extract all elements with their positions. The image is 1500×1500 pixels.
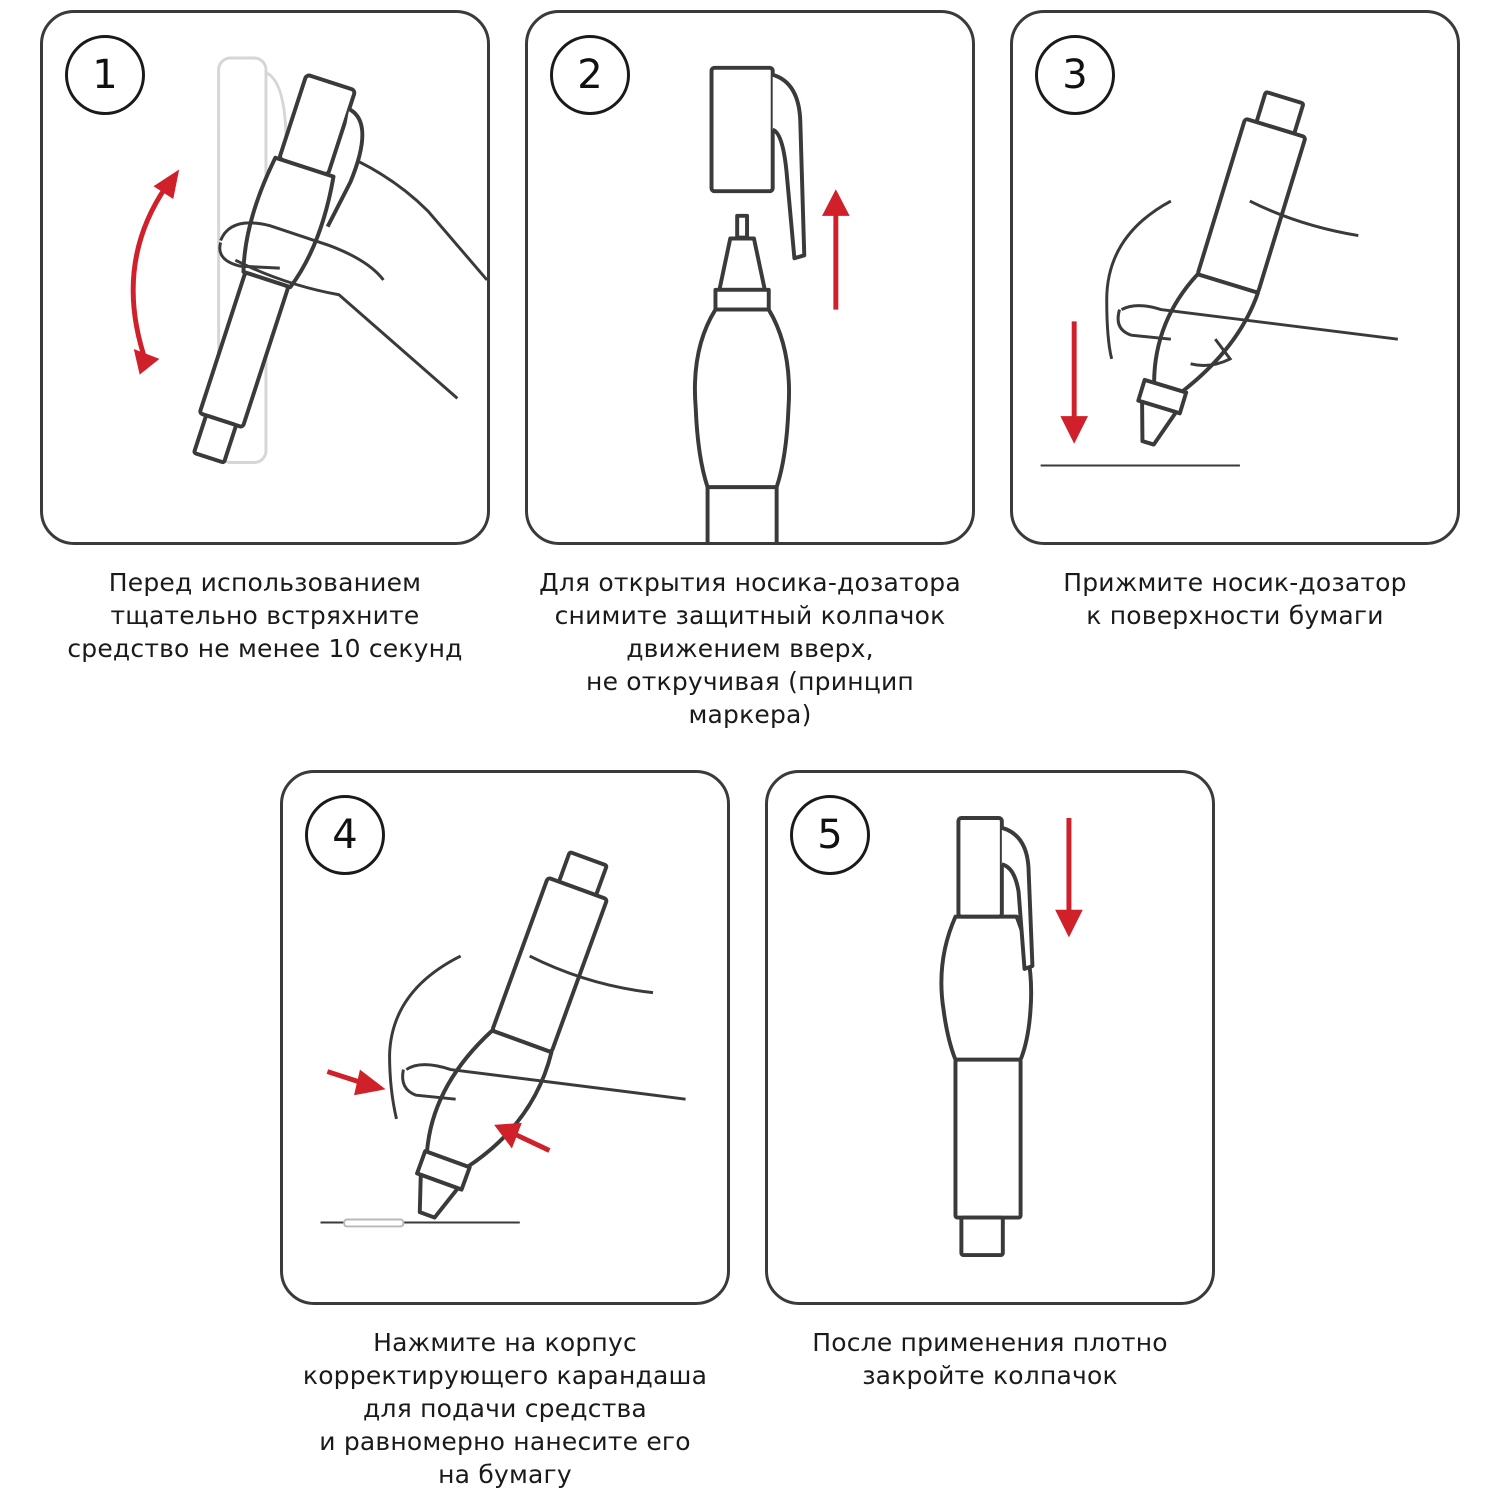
caption-line: Для открытия носика-дозатора bbox=[539, 568, 961, 597]
down-arrow bbox=[1060, 321, 1088, 444]
shake-arrow bbox=[130, 169, 180, 375]
pen bbox=[192, 73, 365, 465]
caption-line: закройте колпачок bbox=[862, 1361, 1118, 1390]
caption-line: Перед использованием bbox=[108, 568, 422, 597]
caption-line: Прижмите носик-дозатор bbox=[1063, 568, 1407, 597]
caption-line: средство не менее 10 секунд bbox=[67, 634, 463, 663]
step-2-caption: Для открытия носика-дозатора снимите защ… bbox=[510, 566, 990, 731]
down-arrow bbox=[1055, 817, 1083, 938]
correction-stroke bbox=[343, 1218, 405, 1228]
step-2-panel: 2 bbox=[525, 10, 975, 545]
uncap-illustration bbox=[692, 65, 850, 542]
press-tip-illustration bbox=[1040, 90, 1398, 467]
step-3-panel: 3 bbox=[1010, 10, 1460, 545]
hand bbox=[388, 954, 686, 1120]
pen bbox=[415, 850, 609, 1220]
caption-line: тщательно встряхните bbox=[110, 601, 420, 630]
step-4-caption: Нажмите на корпус корректирующего каранд… bbox=[280, 1326, 730, 1491]
caption-line: снимите защитный колпачок bbox=[554, 601, 946, 630]
step-number-badge: 3 bbox=[1035, 35, 1115, 115]
caption-line: После применения плотно bbox=[812, 1328, 1168, 1357]
caption-line: движением вверх, bbox=[626, 634, 874, 663]
step-1-panel: 1 bbox=[40, 10, 490, 545]
caption-line: не откручивая (принцип bbox=[586, 667, 914, 696]
caption-line: на бумагу bbox=[438, 1460, 572, 1489]
squeeze-arrow-right bbox=[494, 1122, 551, 1153]
pen bbox=[939, 815, 1035, 1258]
step-number-badge: 5 bbox=[790, 795, 870, 875]
step-3-caption: Прижмите носик-дозатор к поверхности бум… bbox=[1010, 566, 1460, 632]
step-4-panel: 4 bbox=[280, 770, 730, 1305]
step-number-badge: 2 bbox=[550, 35, 630, 115]
squeeze-illustration bbox=[320, 850, 686, 1228]
caption-line: и равномерно нанесите его bbox=[319, 1427, 691, 1456]
caption-line: корректирующего карандаша bbox=[302, 1361, 708, 1390]
step-number-badge: 4 bbox=[305, 795, 385, 875]
step-number-badge: 1 bbox=[65, 35, 145, 115]
pen bbox=[692, 65, 807, 542]
shake-illustration bbox=[130, 56, 487, 465]
up-arrow bbox=[822, 189, 850, 310]
step-1-caption: Перед использованием тщательно встряхнит… bbox=[40, 566, 490, 665]
caption-line: маркера) bbox=[688, 700, 812, 729]
pen bbox=[1136, 90, 1307, 447]
step-5-caption: После применения плотно закройте колпачо… bbox=[765, 1326, 1215, 1392]
caption-line: для подачи средства bbox=[363, 1394, 647, 1423]
step-5-panel: 5 bbox=[765, 770, 1215, 1305]
hand bbox=[1105, 199, 1398, 367]
hand bbox=[218, 160, 487, 400]
squeeze-arrow-left bbox=[326, 1069, 386, 1096]
caption-line: к поверхности бумаги bbox=[1086, 601, 1384, 630]
recap-illustration bbox=[939, 815, 1083, 1258]
caption-line: Нажмите на корпус bbox=[373, 1328, 637, 1357]
